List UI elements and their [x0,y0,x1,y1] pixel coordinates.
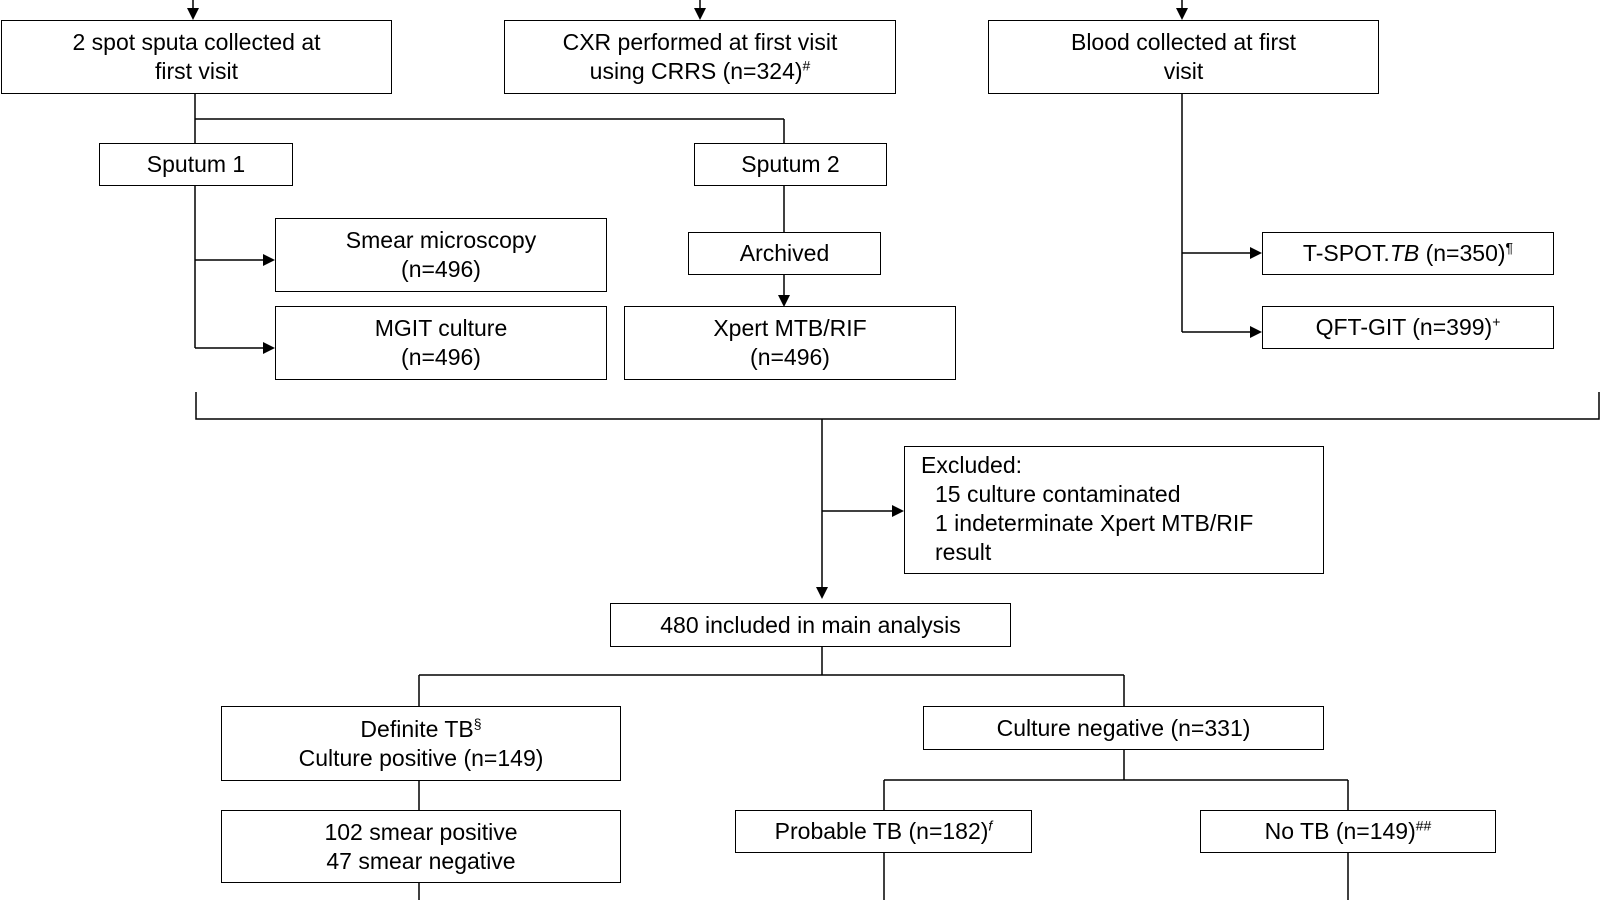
sputum1-box: Sputum 1 [99,143,293,186]
cxr-footnote-mark: # [802,57,811,74]
qft-label: QFT-GIT (n=399)+ [1316,313,1501,342]
xpert-line1: Xpert MTB/RIF [713,315,867,341]
archived-box: Archived [688,232,881,275]
no-tb-label-text: No TB (n=149) [1264,818,1416,844]
culture-negative-box: Culture negative (n=331) [923,706,1324,750]
tspot-italic: TB [1389,240,1420,266]
sputum1-label: Sputum 1 [146,151,246,177]
sputum2-label: Sputum 2 [741,151,840,177]
collect-bracket [195,392,1600,420]
included-box: 480 included in main analysis [610,603,1011,647]
smear-line2: (n=496) [401,256,481,282]
qft-box: QFT-GIT (n=399)+ [1262,306,1554,349]
probable-footnote-mark: f [988,817,993,834]
blood-line1: Blood collected at first [1070,29,1296,55]
definite-line2: Culture positive (n=149) [298,744,544,771]
cxr-box: CXR performed at first visit using CRRS … [504,20,896,94]
tspot-label: T-SPOT.TB (n=350)¶ [1303,239,1513,268]
smear-positive-label: 102 smear positive [324,818,518,845]
no-tb-footnote-mark: ## [1415,817,1432,834]
smear-split-box: 102 smear positive 47 smear negative [221,810,621,883]
definite-line1: Definite TB§ [360,715,481,744]
sputa-line1: 2 spot sputa collected at [72,29,321,55]
archived-label: Archived [739,240,830,266]
smear-negative-label: 47 smear negative [326,847,516,874]
tspot-suffix: (n=350) [1419,240,1506,266]
blood-line2: visit [1163,58,1204,84]
qft-footnote-mark: + [1492,313,1501,330]
no-tb-box: No TB (n=149)## [1200,810,1496,853]
tspot-box: T-SPOT.TB (n=350)¶ [1262,232,1554,275]
sputa-line2: first visit [154,58,239,84]
smear-microscopy-box: Smear microscopy (n=496) [275,218,607,292]
cxr-line2: using CRRS (n=324)# [590,57,811,86]
tspot-footnote-mark: ¶ [1505,239,1514,256]
excluded-contaminated: 15 culture contaminated [935,481,1181,507]
mgit-line1: MGIT culture [374,315,508,341]
sputum2-box: Sputum 2 [694,143,887,186]
mgit-line2: (n=496) [401,344,481,370]
definite-line1-text: Definite TB [360,715,474,742]
probable-label-text: Probable TB (n=182) [774,818,989,844]
definite-tb-box: Definite TB§ Culture positive (n=149) [221,706,621,781]
excluded-indeterminate: 1 indeterminate Xpert MTB/RIF [935,510,1254,536]
excluded-box: Excluded: 15 culture contaminated 1 inde… [904,446,1324,574]
excluded-indeterminate-cont: result [935,539,992,565]
cxr-line2-text: using CRRS (n=324) [589,58,803,84]
excluded-heading: Excluded: [921,452,1023,478]
definite-footnote-mark: § [473,714,482,731]
mgit-culture-box: MGIT culture (n=496) [275,306,607,380]
smear-line1: Smear microscopy [345,227,537,253]
cxr-line1: CXR performed at first visit [562,29,838,55]
probable-label: Probable TB (n=182)f [775,817,993,846]
xpert-box: Xpert MTB/RIF (n=496) [624,306,956,380]
sputa-collected-box: 2 spot sputa collected at first visit [1,20,392,94]
qft-label-text: QFT-GIT (n=399) [1315,314,1493,340]
probable-tb-box: Probable TB (n=182)f [735,810,1032,853]
culture-negative-label: Culture negative (n=331) [996,714,1251,741]
blood-collected-box: Blood collected at first visit [988,20,1379,94]
xpert-line2: (n=496) [750,344,830,370]
tspot-prefix: T-SPOT. [1302,240,1390,266]
included-label: 480 included in main analysis [660,611,961,638]
no-tb-label: No TB (n=149)## [1265,817,1432,846]
